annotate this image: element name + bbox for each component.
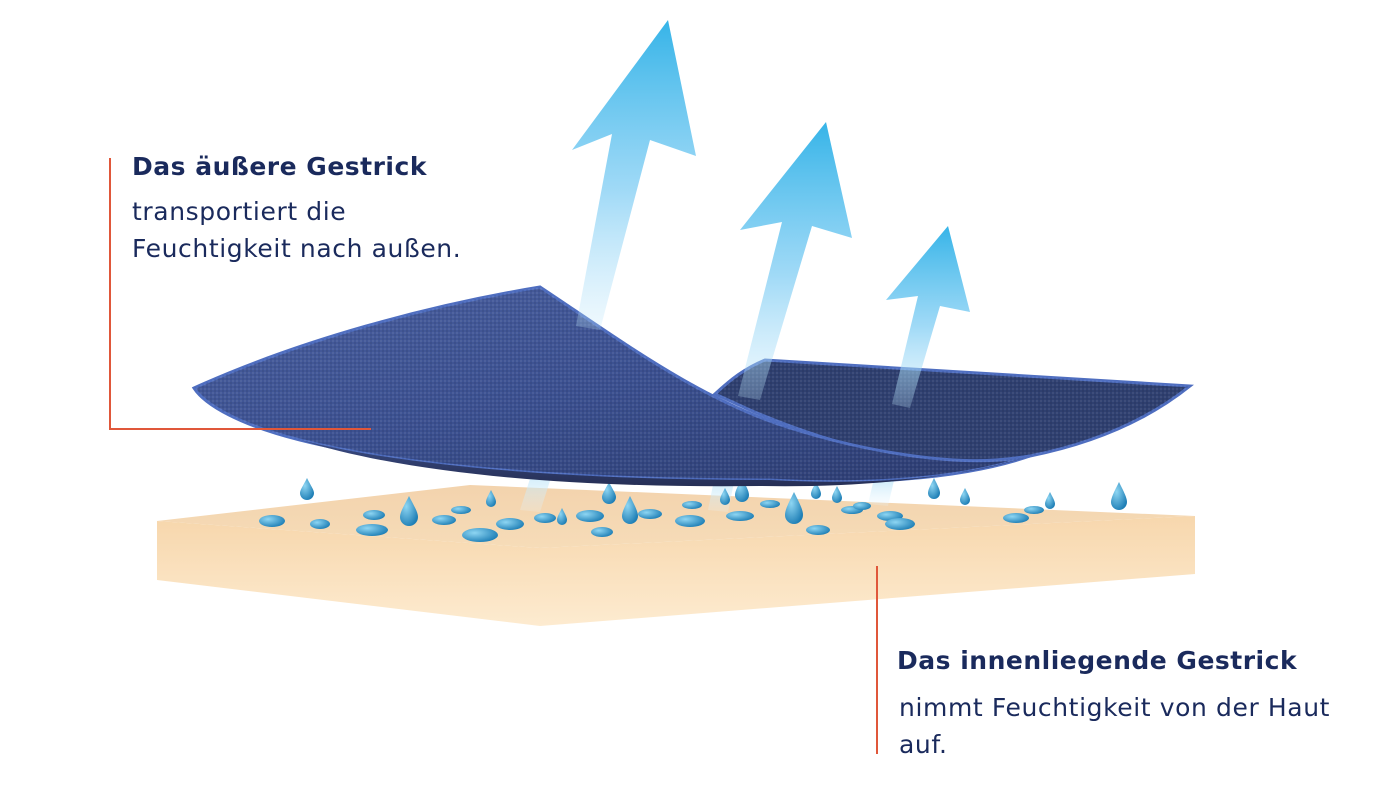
droplet (1111, 482, 1127, 510)
droplet (760, 500, 780, 508)
droplet (832, 486, 842, 503)
droplet (960, 488, 970, 505)
droplet (1024, 506, 1044, 514)
droplet (1003, 513, 1029, 523)
droplet (432, 515, 456, 525)
droplet (400, 496, 418, 526)
droplet (675, 515, 705, 527)
droplet (682, 501, 702, 509)
droplet (557, 508, 567, 525)
outer-layer-description: transportiert die Feuchtigkeit nach auße… (132, 197, 462, 263)
droplet (602, 482, 616, 504)
skin-layer (157, 485, 1195, 626)
skin-front-face (157, 521, 540, 626)
droplet (310, 519, 330, 529)
vapor-arrow-small (886, 226, 970, 408)
skin-top-face (157, 485, 1195, 548)
outer-fabric-layer (191, 285, 1194, 487)
droplet (496, 518, 524, 530)
droplet (726, 511, 754, 521)
droplet (591, 527, 613, 537)
droplet (853, 502, 871, 510)
droplet (720, 488, 730, 505)
droplet (1045, 492, 1055, 509)
droplet (462, 528, 498, 542)
inner-layer-title: Das innenliegende Gestrick (897, 646, 1298, 675)
outer-layer-label: Das äußere Gestrick transportiert die Fe… (132, 152, 462, 267)
droplet (806, 525, 830, 535)
inner-layer-label: Das innenliegende Gestrick nimmt Feuchti… (897, 646, 1357, 763)
outer-label-leader-horizontal (109, 428, 371, 430)
vapor-arrows (572, 20, 970, 408)
skin-side-face (540, 516, 1195, 626)
droplet (638, 509, 662, 519)
outer-label-leader-vertical (109, 158, 111, 430)
droplet (622, 496, 638, 524)
droplet (885, 518, 915, 530)
droplet (486, 490, 496, 507)
droplet (451, 506, 471, 514)
vapor-arrow-medium (738, 122, 852, 400)
droplet (356, 524, 388, 536)
droplet (534, 513, 556, 523)
fabric-underside (300, 440, 1030, 487)
droplet (811, 482, 821, 499)
droplet (259, 515, 285, 527)
skin-droplets (259, 500, 1044, 542)
droplet (928, 478, 940, 499)
droplet (300, 478, 314, 500)
droplet (576, 510, 604, 522)
outer-layer-title: Das äußere Gestrick (132, 152, 427, 181)
inner-label-leader-vertical (876, 566, 878, 754)
inner-layer-description: nimmt Feuchtigkeit von der Haut auf. (899, 693, 1331, 759)
falling-droplets (300, 478, 1127, 526)
droplet (785, 492, 803, 524)
droplet (363, 510, 385, 520)
droplet (735, 478, 749, 502)
vapor-arrow-large (572, 20, 696, 330)
